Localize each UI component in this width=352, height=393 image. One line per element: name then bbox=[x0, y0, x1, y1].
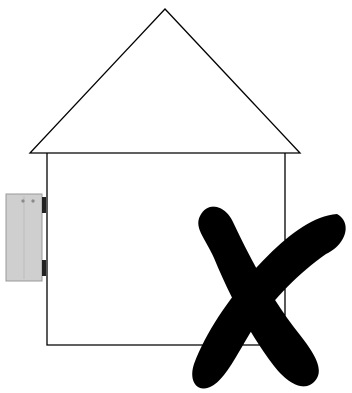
outdoor-unit-knob-right bbox=[31, 199, 35, 203]
outdoor-unit bbox=[5, 193, 46, 282]
outdoor-unit-bracket-top bbox=[42, 197, 46, 213]
outdoor-unit-bracket-bottom bbox=[42, 260, 46, 276]
x-mark bbox=[192, 206, 346, 389]
house-roof bbox=[28, 8, 302, 154]
outdoor-unit-knob-left bbox=[21, 199, 25, 203]
x-mark-stroke-b bbox=[192, 214, 346, 389]
